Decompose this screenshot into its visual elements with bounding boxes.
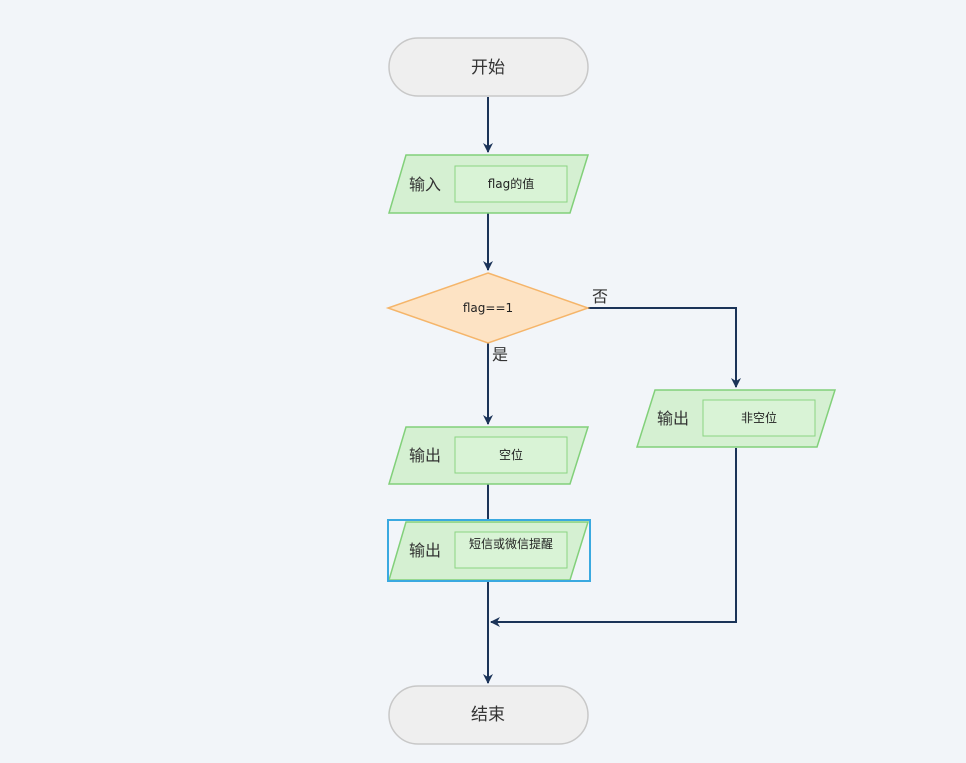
node-input-flag-label: flag的值 — [488, 176, 535, 191]
edge-label-no: 否 — [592, 287, 608, 306]
node-output-empty-prefix: 输出 — [409, 446, 441, 465]
edge-not-empty-merge[interactable] — [490, 448, 737, 627]
node-output-not-empty-prefix: 输出 — [657, 409, 689, 428]
node-end-label: 结束 — [471, 705, 505, 725]
node-output-empty-inner — [454, 436, 568, 474]
node-input-flag[interactable]: 输入 flag的值 — [387, 154, 590, 214]
selection-outline — [387, 519, 591, 582]
node-output-notify-prefix: 输出 — [409, 541, 441, 560]
node-input-flag-prefix: 输入 — [409, 175, 441, 194]
node-input-flag-inner — [454, 165, 568, 203]
edge-decision-no[interactable] — [588, 307, 741, 388]
node-start-label: 开始 — [471, 58, 505, 78]
node-output-notify-label: 短信或微信提醒 — [469, 536, 553, 551]
node-output-not-empty-inner — [702, 399, 816, 437]
node-output-empty-label: 空位 — [499, 447, 523, 462]
node-output-notify-inner — [454, 531, 568, 569]
node-output-not-empty[interactable]: 输出 非空位 — [635, 389, 837, 448]
node-decision-label: flag==1 — [463, 301, 513, 315]
node-output-notify[interactable]: 输出 短信或微信提醒 — [387, 519, 591, 582]
edges — [483, 97, 741, 684]
edge-label-yes: 是 — [492, 345, 508, 364]
node-end[interactable]: 结束 — [388, 685, 589, 745]
node-start[interactable]: 开始 — [388, 37, 589, 97]
node-decision[interactable]: flag==1 — [385, 272, 591, 344]
node-output-empty[interactable]: 输出 空位 — [387, 426, 590, 485]
node-output-not-empty-label: 非空位 — [741, 410, 777, 425]
